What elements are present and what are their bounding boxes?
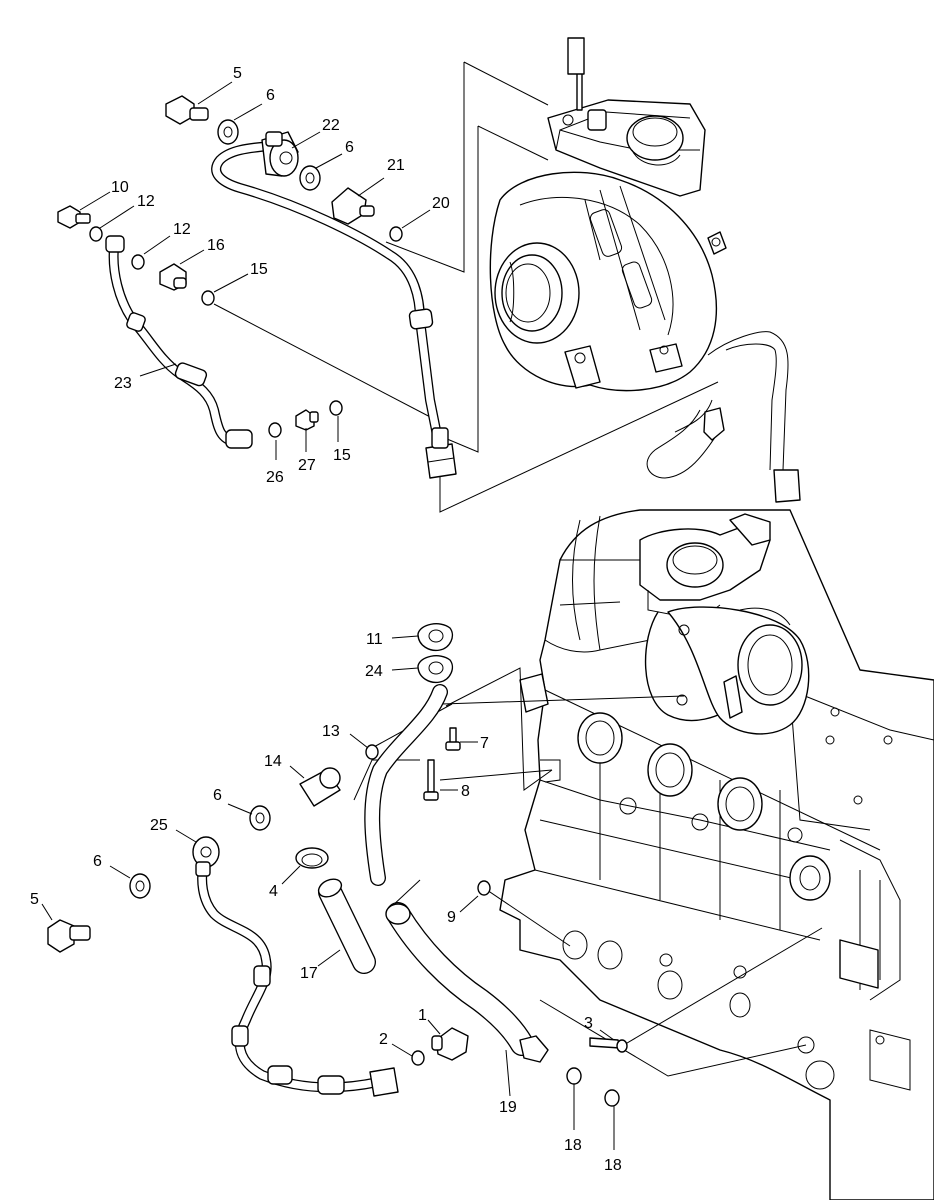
upper-small-parts: [57, 95, 403, 438]
callout-17: 17: [300, 965, 318, 982]
callout-6: 6: [345, 139, 354, 156]
callout-15: 15: [333, 447, 351, 464]
callout-18: 18: [564, 1137, 582, 1154]
callout-6: 6: [266, 87, 275, 104]
callout-27: 27: [298, 457, 316, 474]
callout-20: 20: [432, 195, 450, 212]
callout-24: 24: [365, 663, 383, 680]
lower-small-parts: [47, 623, 628, 1107]
callout-12: 12: [173, 221, 191, 238]
callout-5: 5: [233, 65, 242, 82]
callout-15: 15: [250, 261, 268, 278]
callout-14: 14: [264, 753, 282, 770]
callout-2: 2: [379, 1031, 388, 1048]
callout-9: 9: [447, 909, 456, 926]
callout-11: 11: [366, 631, 383, 648]
callout-26: 26: [266, 469, 284, 486]
callout-3: 3: [584, 1015, 593, 1032]
callout-4: 4: [269, 883, 278, 900]
callout-23: 23: [114, 375, 132, 392]
callout-18: 18: [604, 1157, 622, 1174]
callout-10: 10: [111, 179, 129, 196]
callout-8: 8: [461, 783, 470, 800]
assembly-lines-upper: [213, 61, 719, 513]
callout-16: 16: [207, 237, 225, 254]
callout-12: 12: [137, 193, 155, 210]
callout-labels: 5 6 22 6 21 10 12 12 16 20 15 23 26 27 1…: [30, 65, 622, 1174]
oil-line-23: [105, 235, 253, 449]
callout-1: 1: [418, 1007, 427, 1024]
callout-6: 6: [213, 787, 222, 804]
assembly-lines-lower: [353, 667, 823, 1077]
callout-25: 25: [150, 817, 168, 834]
callout-7: 7: [480, 735, 489, 752]
leader-lines: [41, 81, 615, 1150]
drain-hoses: [317, 684, 549, 1063]
callout-6: 6: [93, 853, 102, 870]
oil-line-25: [192, 836, 399, 1097]
oil-feed-line-22: [211, 131, 457, 479]
callout-22: 22: [322, 117, 340, 134]
engine-block: [499, 509, 934, 1200]
callout-21: 21: [387, 157, 405, 174]
callout-19: 19: [499, 1099, 517, 1116]
turbocharger-upper: [489, 37, 801, 503]
callout-5: 5: [30, 891, 39, 908]
callout-13: 13: [322, 723, 340, 740]
